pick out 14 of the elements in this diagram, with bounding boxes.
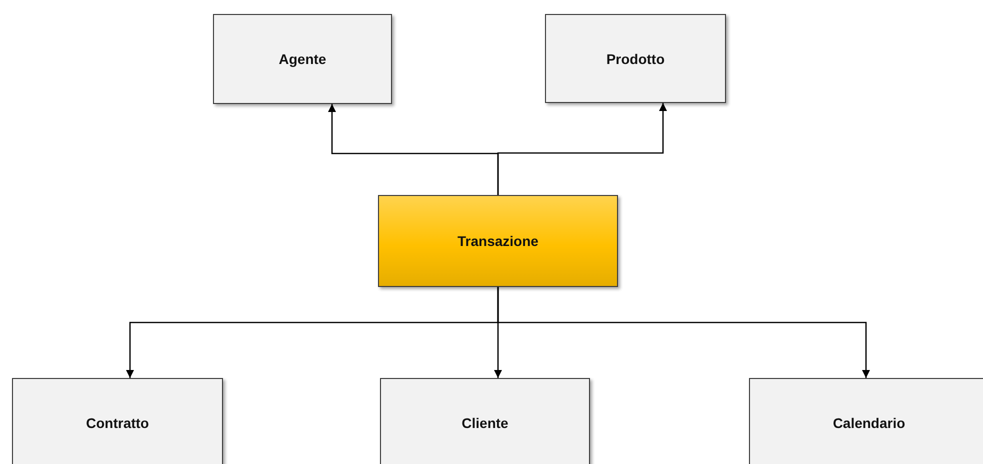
entity-box: [380, 378, 590, 464]
box-label: Cliente: [462, 415, 508, 431]
connector-arrow: [497, 103, 667, 195]
entity-box: [213, 14, 392, 104]
central-box: [378, 195, 618, 287]
entity-box: [749, 378, 983, 464]
connector-arrow: [497, 287, 870, 378]
box-label: Calendario: [832, 415, 906, 431]
box-label: Contratto: [86, 415, 149, 431]
entity-box: [545, 14, 726, 103]
entity-box: [12, 378, 223, 464]
box-label: Prodotto: [606, 50, 665, 66]
box-label: Agente: [278, 51, 326, 67]
box-label: Transazione: [458, 233, 538, 249]
